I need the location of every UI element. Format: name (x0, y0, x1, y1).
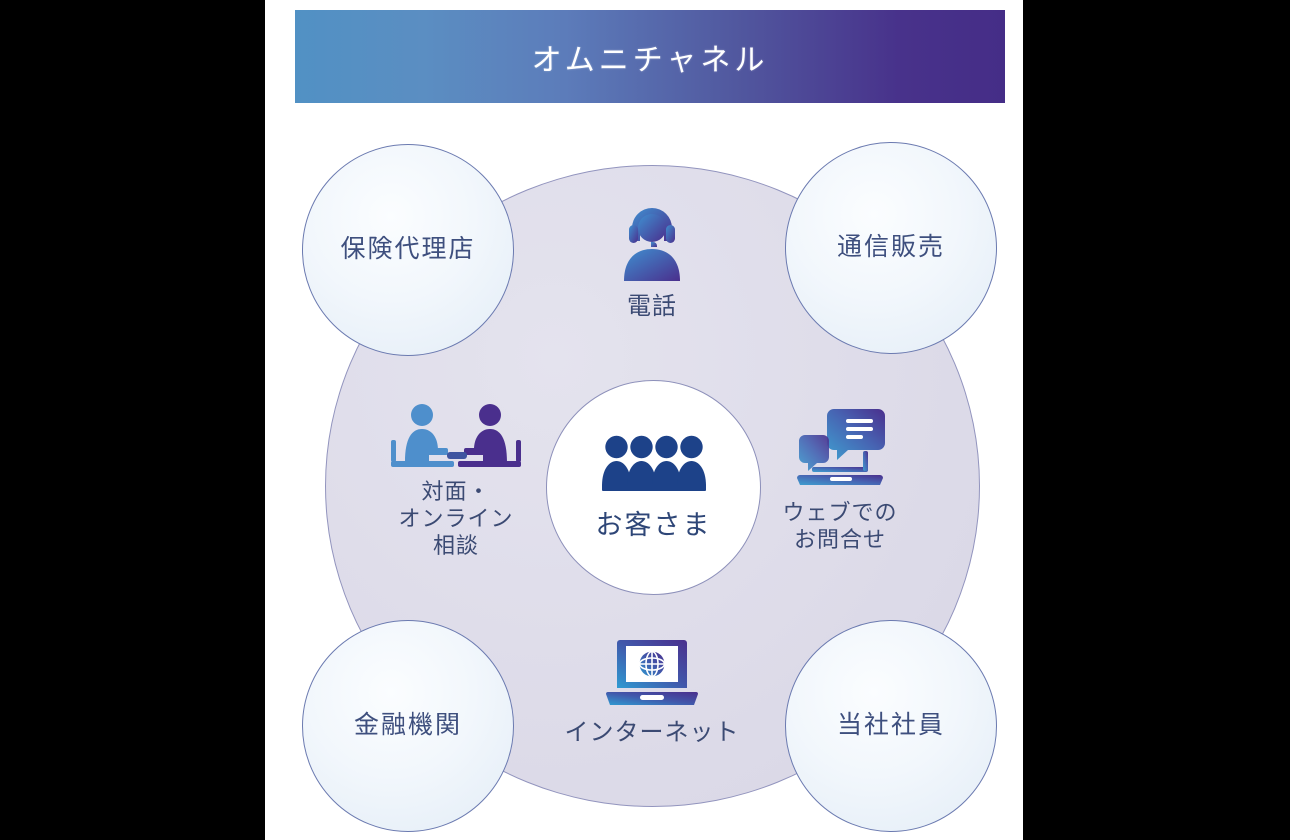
channel-item-web-inquiry[interactable]: ウェブでの お問合せ (745, 405, 935, 554)
headset-operator-icon (618, 208, 686, 287)
outer-circle-label: 保険代理店 (340, 236, 476, 263)
people-group-icon (601, 434, 706, 497)
channel-label: ウェブでの お問合せ (782, 500, 898, 552)
outer-circle-label: 通信販売 (836, 234, 945, 261)
header-banner: オムニチャネル (295, 10, 1005, 103)
outer-circle-label: 当社社員 (836, 712, 945, 739)
outer-circle-insurance-agency[interactable]: 保険代理店 (302, 144, 514, 356)
laptop-globe-icon (604, 636, 700, 713)
outer-circle-mail-order[interactable]: 通信販売 (785, 142, 997, 354)
center-circle-customers[interactable]: お客さま (546, 380, 761, 595)
center-circle-label: お客さま (595, 509, 712, 540)
channel-item-internet[interactable]: インターネット (557, 636, 747, 748)
channel-label: 電話 (627, 294, 677, 320)
two-people-at-desk-icon (385, 402, 527, 473)
outer-circle-financial-institution[interactable]: 金融機関 (302, 620, 514, 832)
channel-item-telephone[interactable]: 電話 (557, 208, 747, 322)
page-title: オムニチャネル (531, 43, 769, 77)
outer-circle-label: 金融機関 (353, 712, 462, 739)
outer-circle-own-employees[interactable]: 当社社員 (785, 620, 997, 832)
laptop-chat-icon (794, 405, 886, 494)
channel-label: インターネット (564, 720, 740, 746)
channel-label: 対面・ オンライン 相談 (398, 479, 514, 558)
diagram-canvas: オムニチャネル 保険代理店 通信販売 金融機関 当社社員 (265, 0, 1023, 840)
channel-item-consultation[interactable]: 対面・ オンライン 相談 (361, 402, 551, 559)
